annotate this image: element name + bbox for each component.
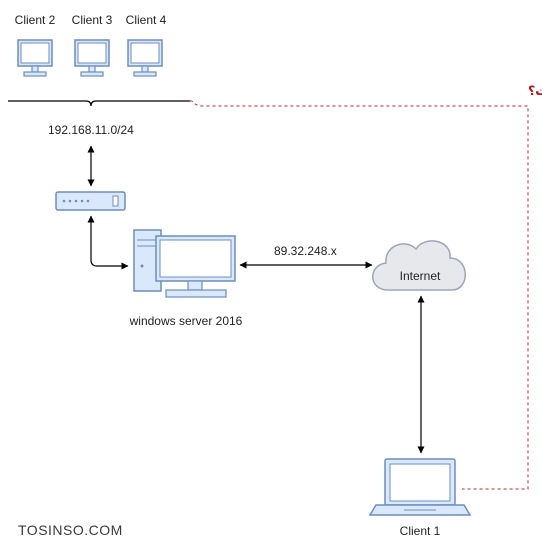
- client3-monitor-icon: [74, 39, 110, 77]
- internet-label: Internet: [400, 269, 441, 283]
- lan-subnet-label: 192.168.11.0/24: [48, 123, 134, 137]
- watermark-text: TOSINSO.COM: [18, 522, 123, 538]
- laptop-icon: [368, 458, 472, 516]
- server-label: windows server 2016: [129, 314, 243, 328]
- question-text: آیا می توان از کلاینت ۱ به کلاینت های ۲ …: [528, 83, 542, 98]
- client4-monitor-icon: [127, 39, 163, 77]
- wan-ip-label: 89.32.248.x: [274, 244, 337, 258]
- router-icon: [55, 191, 126, 211]
- client2-label: Client 2: [15, 13, 56, 27]
- client1-label: Client 1: [400, 524, 441, 538]
- cloud-icon: [372, 240, 466, 291]
- router-server-arrow-icon: [87, 215, 129, 270]
- access-question-dashed-line: [190, 100, 529, 490]
- lan-bus-line: [8, 100, 190, 107]
- server-monitor-icon: [155, 235, 236, 298]
- client4-label: Client 4: [126, 13, 167, 27]
- client3-label: Client 3: [72, 13, 113, 27]
- client2-monitor-icon: [17, 39, 53, 77]
